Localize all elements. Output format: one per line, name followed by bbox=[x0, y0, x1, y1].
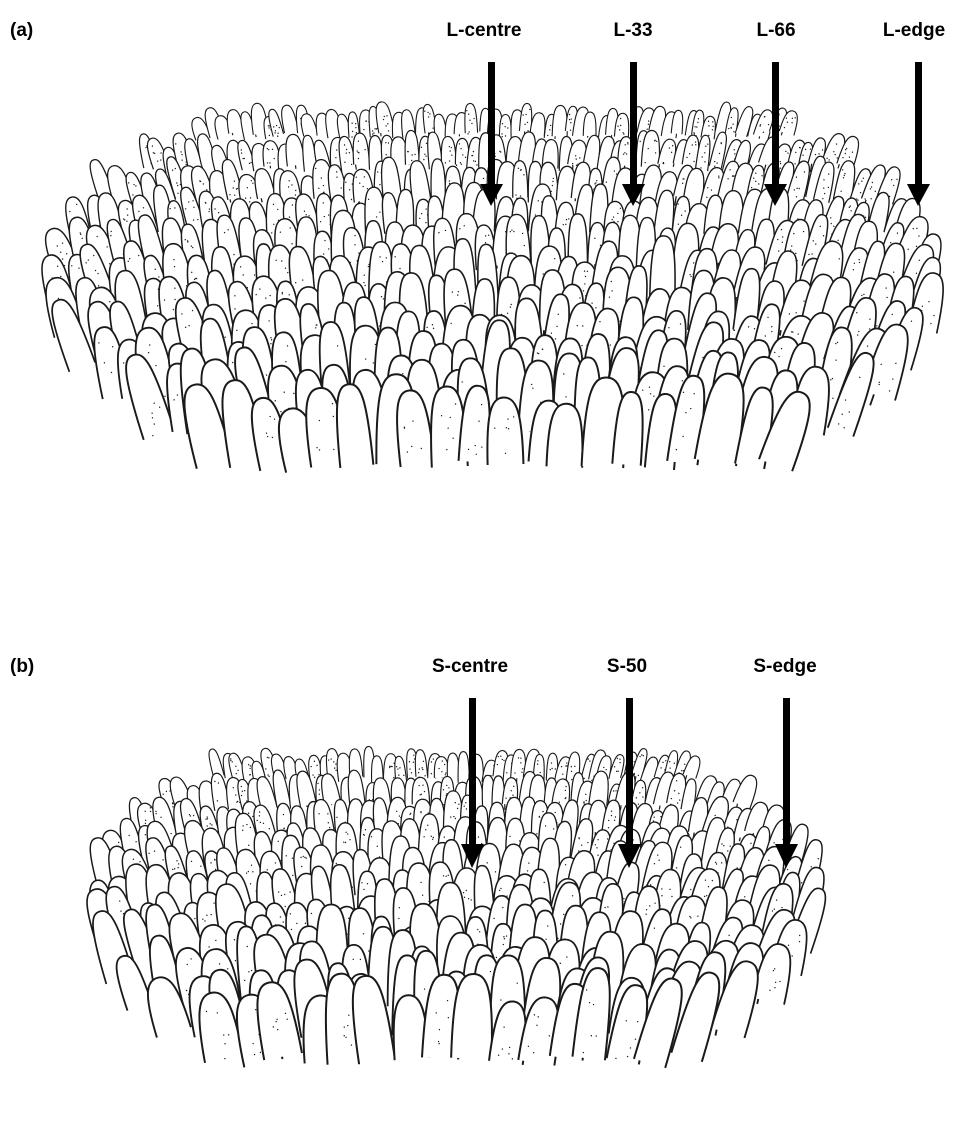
panel-b: (b) S-centre S-50 S-edge bbox=[0, 640, 955, 1139]
label-s-50: S-50 bbox=[607, 656, 647, 678]
panel-b-label: (b) bbox=[10, 656, 34, 678]
coral-branches bbox=[37, 101, 949, 473]
label-s-edge: S-edge bbox=[753, 656, 816, 678]
label-l-edge: L-edge bbox=[883, 20, 945, 42]
coral-illustration-small bbox=[0, 640, 955, 1139]
panel-a: (a) L-centre L-33 L-66 L-edge bbox=[0, 0, 955, 570]
coral-illustration-large bbox=[0, 0, 955, 570]
label-l-centre: L-centre bbox=[447, 20, 522, 42]
label-l-66: L-66 bbox=[756, 20, 795, 42]
coral-branches bbox=[80, 746, 832, 1068]
label-s-centre: S-centre bbox=[432, 656, 508, 678]
label-l-33: L-33 bbox=[613, 20, 652, 42]
panel-a-label: (a) bbox=[10, 20, 33, 42]
